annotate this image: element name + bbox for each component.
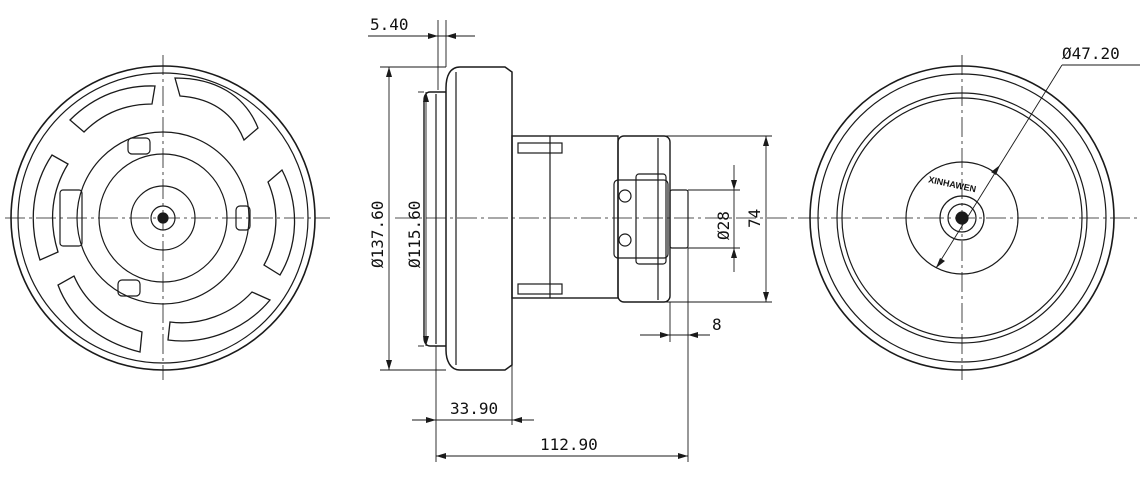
tie-rod-bottom bbox=[517, 283, 563, 295]
arrowhead bbox=[731, 180, 737, 190]
arrowhead bbox=[423, 336, 429, 346]
rear-face-inner bbox=[841, 97, 1083, 339]
rear-face bbox=[836, 92, 1088, 344]
arrowhead bbox=[436, 453, 446, 459]
side-view bbox=[395, 66, 800, 371]
dim-shaft-length: 8 bbox=[712, 315, 722, 334]
dim-rear-circle-diameter: Ø47.20 bbox=[1062, 44, 1120, 63]
dim-housing-diameter: Ø28 bbox=[714, 211, 733, 240]
rear-bearing-inner bbox=[947, 203, 977, 233]
front-view bbox=[5, 55, 330, 380]
rear-view bbox=[800, 55, 1140, 380]
rear-rim bbox=[817, 73, 1107, 363]
motor-housing bbox=[511, 135, 619, 299]
arrowhead bbox=[428, 33, 438, 39]
dim-outer-diameter: Ø137.60 bbox=[368, 201, 387, 268]
dimension-lines bbox=[368, 20, 1140, 462]
rear-shaft bbox=[955, 211, 969, 225]
dim-motor-height: 74 bbox=[745, 209, 764, 228]
arrowhead bbox=[763, 136, 769, 146]
fan-cover bbox=[445, 66, 513, 371]
brush-holder-top bbox=[127, 137, 151, 155]
arrowheads bbox=[386, 33, 1000, 459]
impeller-blades bbox=[32, 77, 296, 353]
brush-clip bbox=[635, 173, 667, 265]
rear-outer-circle bbox=[809, 65, 1115, 371]
front-inner-ring bbox=[17, 72, 309, 364]
brand-marking: XINHAWEN bbox=[927, 174, 977, 194]
rear-boss bbox=[905, 161, 1019, 275]
arrowhead bbox=[512, 417, 522, 423]
front-hub-cap bbox=[130, 185, 196, 251]
front-hub-inner bbox=[98, 153, 228, 283]
front-outer-circle bbox=[10, 65, 316, 371]
impeller-blade bbox=[174, 77, 259, 142]
tie-rod-top bbox=[517, 142, 563, 154]
arrowhead bbox=[991, 165, 1000, 175]
dim-overall-length: 112.90 bbox=[540, 435, 598, 454]
arrowhead bbox=[446, 33, 456, 39]
arrowhead bbox=[688, 332, 698, 338]
arrowhead bbox=[660, 332, 670, 338]
front-hub-center bbox=[150, 205, 176, 231]
impeller-blade bbox=[32, 154, 69, 261]
front-hub-ring bbox=[76, 131, 250, 305]
impeller-blade bbox=[69, 85, 156, 133]
impeller-blade bbox=[167, 291, 272, 342]
brush-holders bbox=[59, 137, 251, 297]
arrowhead bbox=[386, 67, 392, 77]
dim-flange-thickness: 5.40 bbox=[370, 15, 409, 34]
dim-impeller-depth: 33.90 bbox=[450, 399, 498, 418]
brush-holder-bottom bbox=[117, 279, 141, 297]
brush-assembly bbox=[613, 179, 669, 259]
rear-bearing bbox=[939, 195, 985, 241]
arrowhead bbox=[386, 360, 392, 370]
front-shaft bbox=[157, 212, 169, 224]
arrowhead bbox=[678, 453, 688, 459]
brush-screw-top bbox=[618, 189, 632, 203]
impeller-blade bbox=[57, 275, 143, 353]
arrowhead bbox=[426, 417, 436, 423]
brush-holder-right bbox=[235, 205, 251, 231]
brush-screw-bottom bbox=[618, 233, 632, 247]
arrowhead bbox=[763, 292, 769, 302]
impeller-blade bbox=[263, 168, 296, 276]
end-bracket bbox=[617, 135, 671, 303]
brush-holder-left bbox=[59, 189, 83, 247]
arrowhead bbox=[731, 248, 737, 258]
arrowhead bbox=[423, 92, 429, 102]
dim-inner-diameter: Ø115.60 bbox=[405, 201, 424, 268]
bearing-housing bbox=[669, 189, 689, 249]
arrowhead bbox=[936, 258, 945, 268]
impeller-face bbox=[423, 91, 446, 347]
